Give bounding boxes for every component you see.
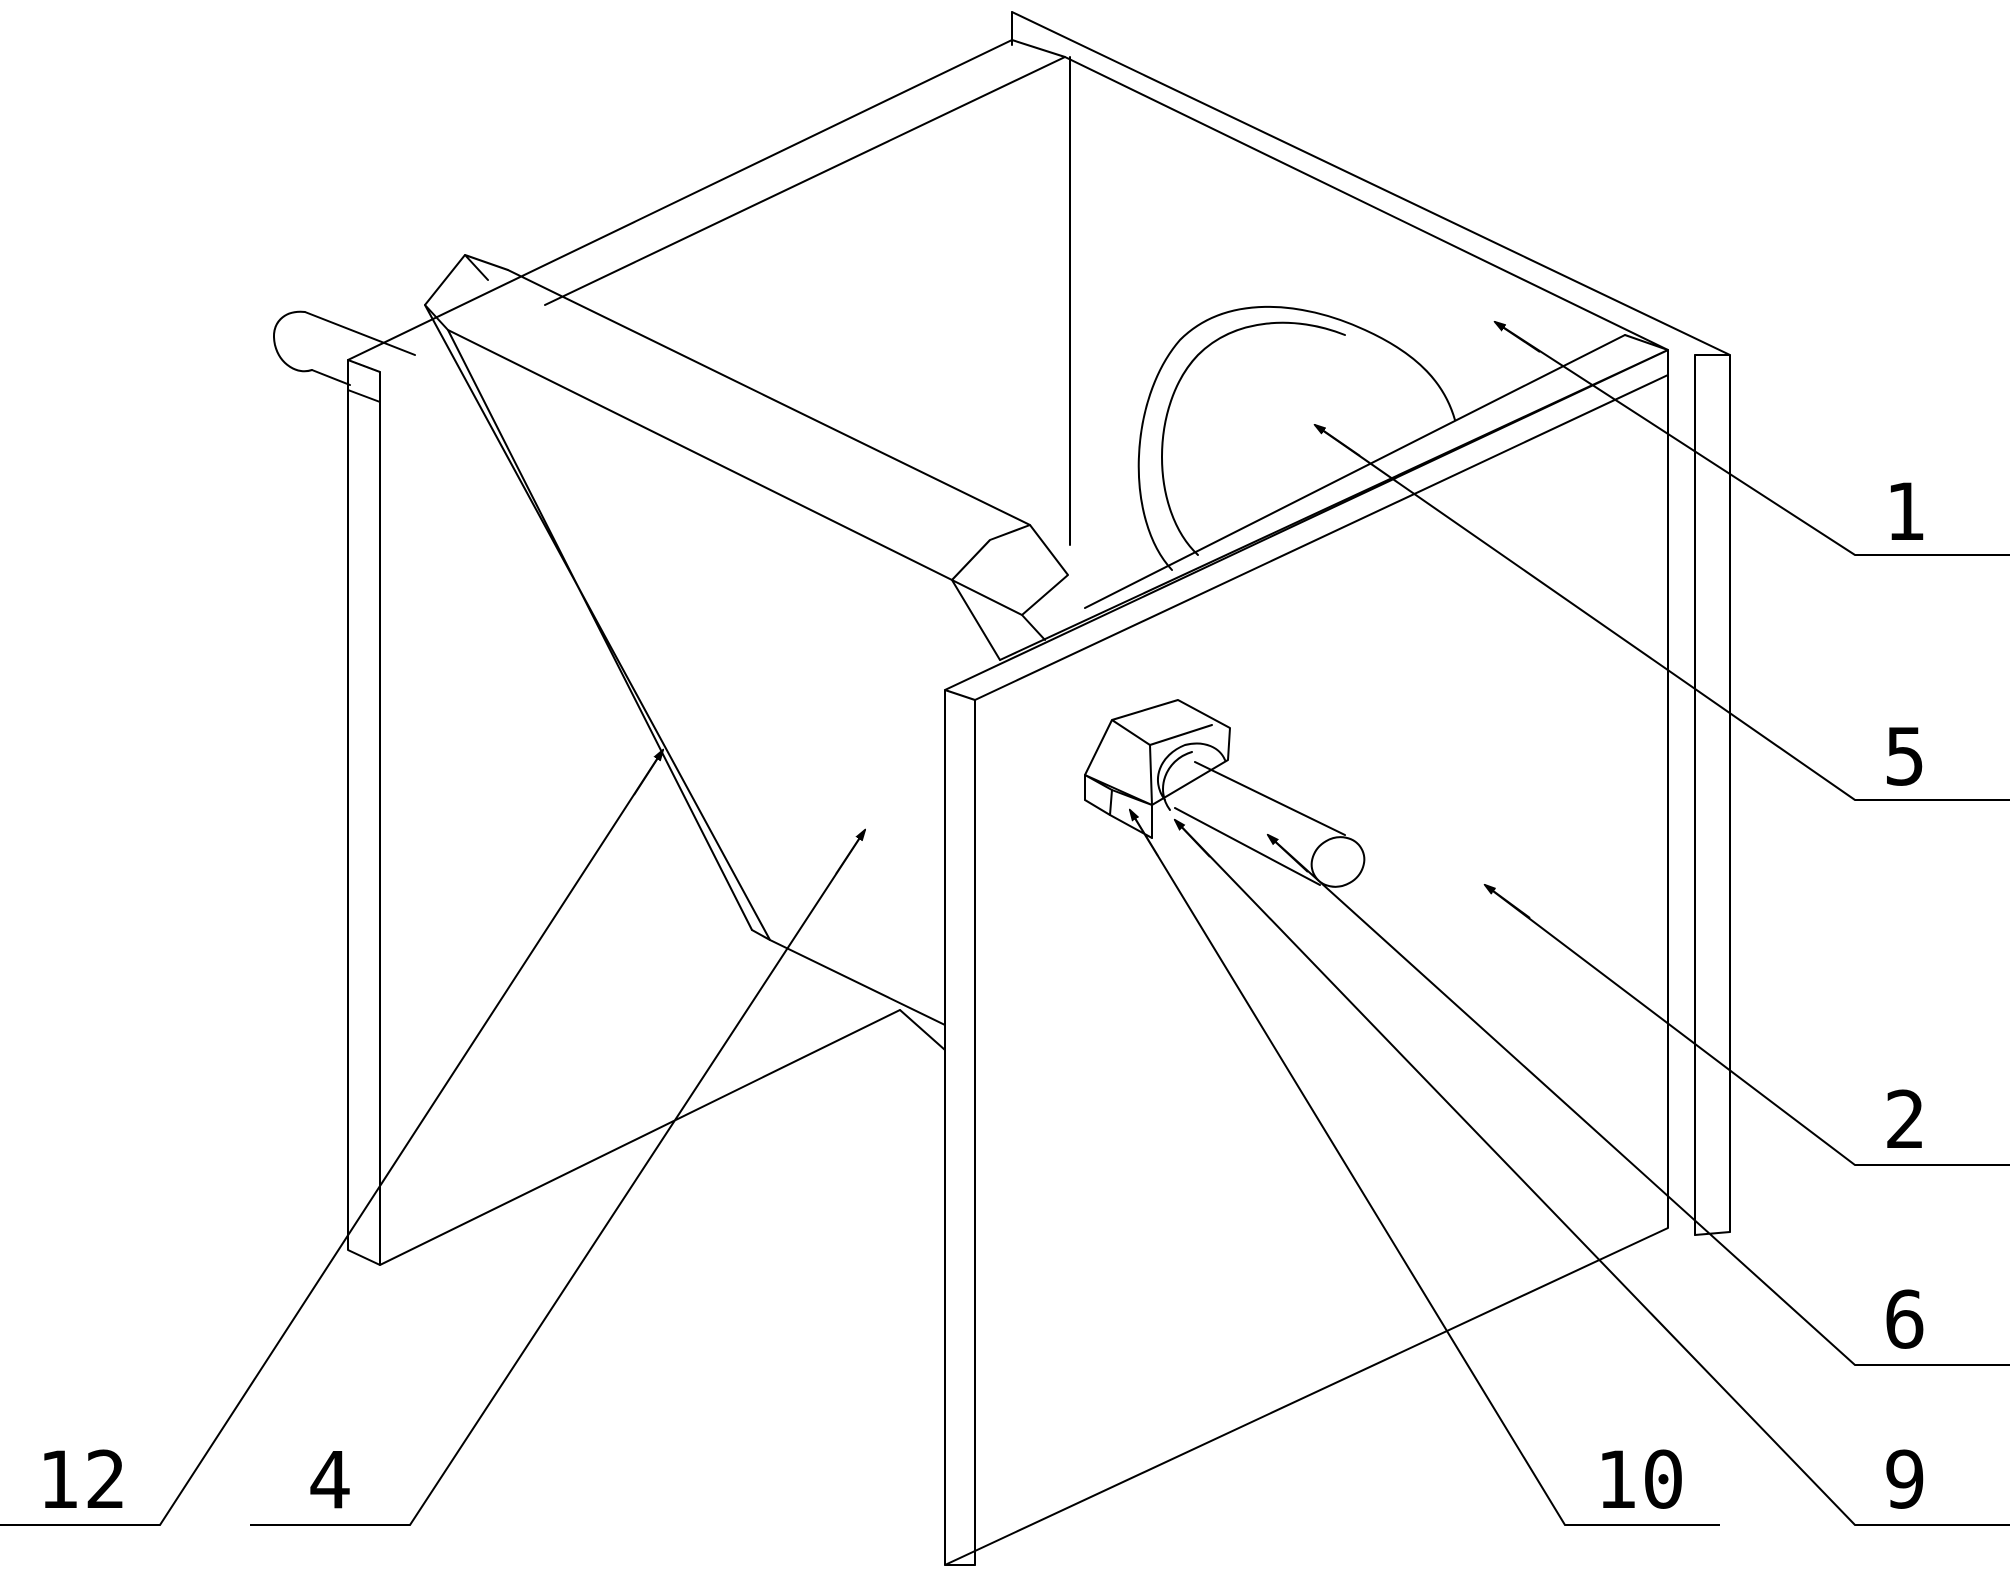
callout-12: 12: [35, 1437, 129, 1527]
inclined-chute: [424, 254, 1069, 1026]
leader-lines: [0, 321, 2010, 1526]
leader-12: [0, 749, 664, 1526]
leader-5: [1314, 424, 2010, 801]
callout-5: 5: [1882, 714, 1929, 804]
arrow-12: [633, 750, 663, 796]
front-plate: [899, 349, 1669, 1566]
elliptical-opening: [1137, 305, 1456, 571]
callout-1: 1: [1882, 469, 1929, 559]
leader-10: [1129, 809, 1720, 1526]
arrow-6: [1268, 835, 1309, 873]
callout-6: 6: [1882, 1277, 1929, 1367]
leader-2: [1484, 884, 2010, 1166]
arrow-10: [1130, 810, 1159, 857]
arrow-2: [1485, 885, 1531, 919]
leader-6: [1267, 834, 2010, 1366]
callout-labels: 1 5 2 6 9 10 4 12: [35, 469, 1928, 1527]
back-plate: [1011, 11, 1731, 1236]
top-frame: [347, 39, 1669, 661]
callout-2: 2: [1882, 1077, 1929, 1167]
arrow-4: [835, 830, 865, 875]
leader-4: [250, 829, 866, 1526]
washer: [1156, 742, 1226, 811]
left-plate: [347, 359, 901, 1266]
leader-1: [1494, 321, 2010, 556]
callout-4: 4: [307, 1437, 354, 1527]
leader-9: [1174, 819, 2010, 1526]
callout-9: 9: [1882, 1437, 1929, 1527]
arrow-5: [1315, 425, 1361, 457]
arrow-1: [1495, 322, 1541, 353]
callout-10: 10: [1593, 1437, 1687, 1527]
arrow-9: [1175, 820, 1211, 858]
left-shaft: [273, 310, 416, 386]
bolt-shaft: [1174, 761, 1366, 888]
